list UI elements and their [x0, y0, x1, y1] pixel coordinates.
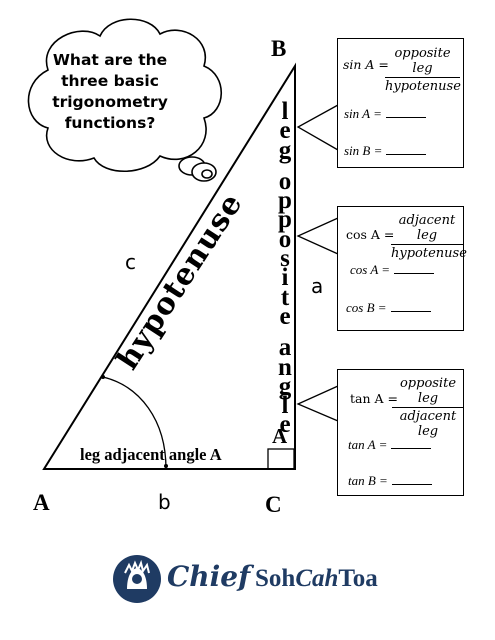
leg-opposite-letter: t: [280, 283, 290, 311]
cos-b-line: cos B =: [346, 300, 431, 316]
sin-denominator: hypotenuse: [385, 79, 461, 94]
sin-numerator: opposite leg: [385, 46, 460, 78]
tan-lead: tan A =: [350, 391, 398, 406]
leg-opposite-letter: l: [281, 98, 289, 125]
sin-a-blank[interactable]: [385, 116, 426, 118]
tan-a-text: tan A =: [348, 437, 388, 452]
cos-fraction: adjacent leg hypotenuse: [391, 213, 467, 261]
leg-opposite-letter: l: [281, 392, 289, 420]
sin-fraction: opposite leg hypotenuse: [385, 46, 461, 94]
right-triangle: [42, 62, 296, 470]
angle-a-small-label: A: [272, 424, 288, 448]
leg-opposite-letter: e: [279, 302, 291, 330]
tan-denominator: adjacent leg: [399, 409, 457, 439]
sin-a-line: sin A =: [344, 106, 426, 122]
side-a-label: a: [311, 274, 324, 298]
cloud-question: What are the three basic trigonometry fu…: [52, 51, 168, 132]
tan-fraction: opposite leg adjacent leg: [392, 376, 464, 439]
leg-opposite-letter: g: [278, 136, 292, 164]
leg-opposite-letter: i: [281, 264, 289, 292]
tan-a-blank[interactable]: [391, 447, 432, 449]
angle-a-arc: [102, 376, 167, 470]
cos-b-text: cos B =: [346, 300, 387, 315]
tan-numerator: opposite leg: [392, 376, 464, 408]
leg-opposite-letter: o: [278, 167, 292, 195]
cos-a-text: cos A =: [350, 262, 391, 277]
leg-opposite-letter: e: [279, 117, 291, 145]
cos-box: cos A = adjacent leg hypotenuse cos A = …: [337, 206, 467, 331]
cos-b-blank[interactable]: [390, 310, 431, 312]
vertex-a-label: A: [33, 490, 50, 515]
leg-opposite-letter: a: [278, 334, 292, 362]
brand-soh: Soh: [255, 565, 296, 592]
leg-opposite-letter: s: [280, 245, 290, 273]
cos-denominator: hypotenuse: [391, 246, 467, 261]
tan-b-blank[interactable]: [391, 483, 432, 485]
vertex-c-label: C: [265, 492, 282, 517]
leg-opposite-letter: p: [278, 187, 292, 215]
sin-b-line: sin B =: [344, 143, 427, 159]
leg-opposite-letter: p: [278, 206, 292, 234]
leg-opposite-letter: e: [279, 411, 291, 439]
cos-numerator: adjacent leg: [391, 213, 463, 245]
cos-lead: cos A =: [346, 227, 395, 242]
brand-chief: Chief: [167, 560, 251, 593]
leg-adjacent-label: leg adjacent angle A: [80, 445, 222, 464]
right-angle-marker: [267, 448, 295, 470]
sin-b-text: sin B =: [344, 143, 383, 158]
thought-cloud: [27, 18, 223, 182]
side-b-label: b: [158, 490, 171, 514]
leg-opposite-letter: g: [278, 372, 292, 400]
sin-lead: sin A =: [343, 57, 389, 72]
sin-a-text: sin A =: [344, 106, 382, 121]
sin-box: sin A = opposite leg hypotenuse sin A = …: [337, 38, 464, 168]
sin-b-blank[interactable]: [386, 153, 427, 155]
chief-logo-icon: [113, 555, 161, 603]
vertex-b-label: B: [271, 36, 287, 61]
brand-toa: Toa: [338, 565, 378, 592]
brand-cah: Cah: [295, 565, 339, 592]
side-c-label: c: [125, 250, 136, 274]
cos-a-blank[interactable]: [394, 272, 435, 274]
tan-a-line: tan A =: [348, 437, 432, 453]
callout-pointers: [296, 104, 339, 422]
leg-opposite-letter: o: [278, 225, 292, 253]
brand-sohcahtoa: SohCahToa: [255, 565, 378, 593]
cos-a-line: cos A =: [350, 262, 435, 278]
tan-box: tan A = opposite leg adjacent leg tan A …: [337, 369, 464, 496]
tan-b-text: tan B =: [348, 473, 388, 488]
leg-opposite-letter: n: [278, 353, 292, 381]
tan-b-line: tan B =: [348, 473, 432, 489]
